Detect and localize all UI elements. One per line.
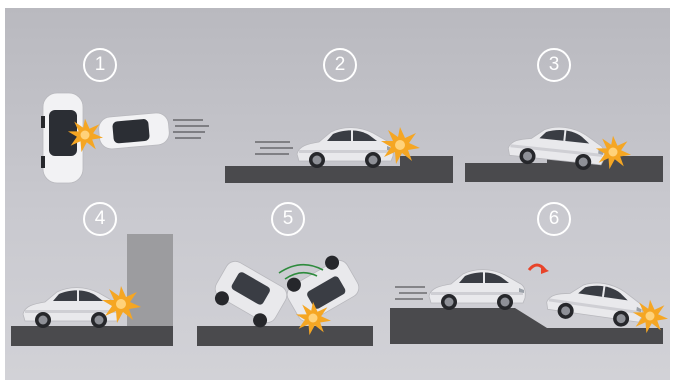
scene-5-rollover (197, 251, 373, 346)
scene-6-ramp-drop-impact (390, 265, 668, 344)
scene-3-underside-impact (465, 122, 663, 182)
crash-scenes-illustration (5, 8, 670, 380)
scene-4-pillar-impact (11, 234, 173, 346)
diagram-panel: 1 2 3 4 5 6 (5, 8, 670, 380)
scene-2-frontal-step-impact (225, 127, 453, 183)
scene-1-side-impact (41, 93, 209, 183)
